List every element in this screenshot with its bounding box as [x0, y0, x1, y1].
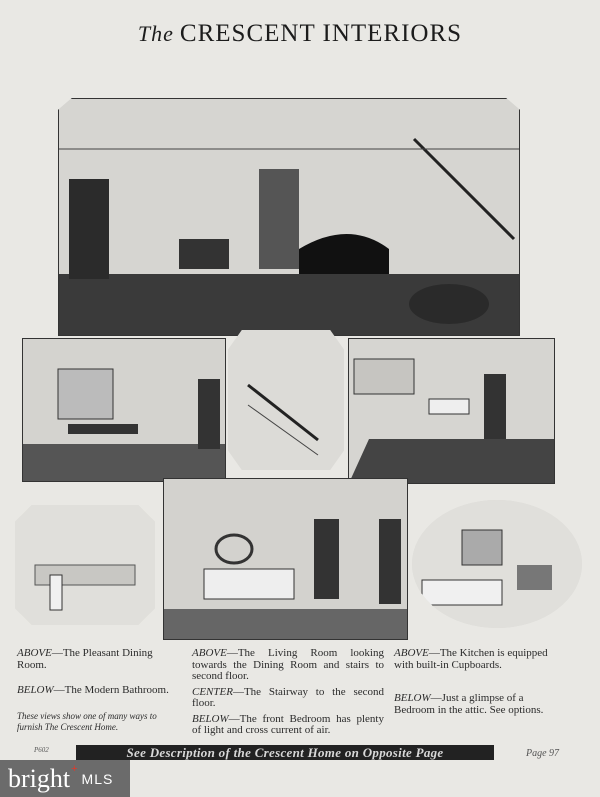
plate-code: P602	[34, 746, 49, 754]
footer-banner: See Description of the Crescent Home on …	[76, 745, 494, 760]
bright-mls-watermark: bright+MLS	[0, 760, 130, 797]
caption-left: ABOVE—The Pleasant Dining Room. BELOW—Th…	[17, 647, 169, 732]
front-bedroom-illustration	[163, 478, 408, 640]
stairway-illustration	[228, 330, 344, 470]
kitchen-illustration	[348, 338, 555, 484]
logo-star-icon: +	[71, 762, 78, 775]
page-number: Page 97	[526, 748, 560, 759]
bathroom-illustration	[15, 505, 155, 625]
caption-center: ABOVE—The Living Room looking towards th…	[192, 647, 384, 736]
attic-bedroom-illustration	[412, 500, 582, 628]
caption-right: ABOVE—The Kitchen is equipped with built…	[394, 647, 548, 716]
living-room-illustration	[58, 98, 520, 336]
dining-room-illustration	[22, 338, 226, 482]
